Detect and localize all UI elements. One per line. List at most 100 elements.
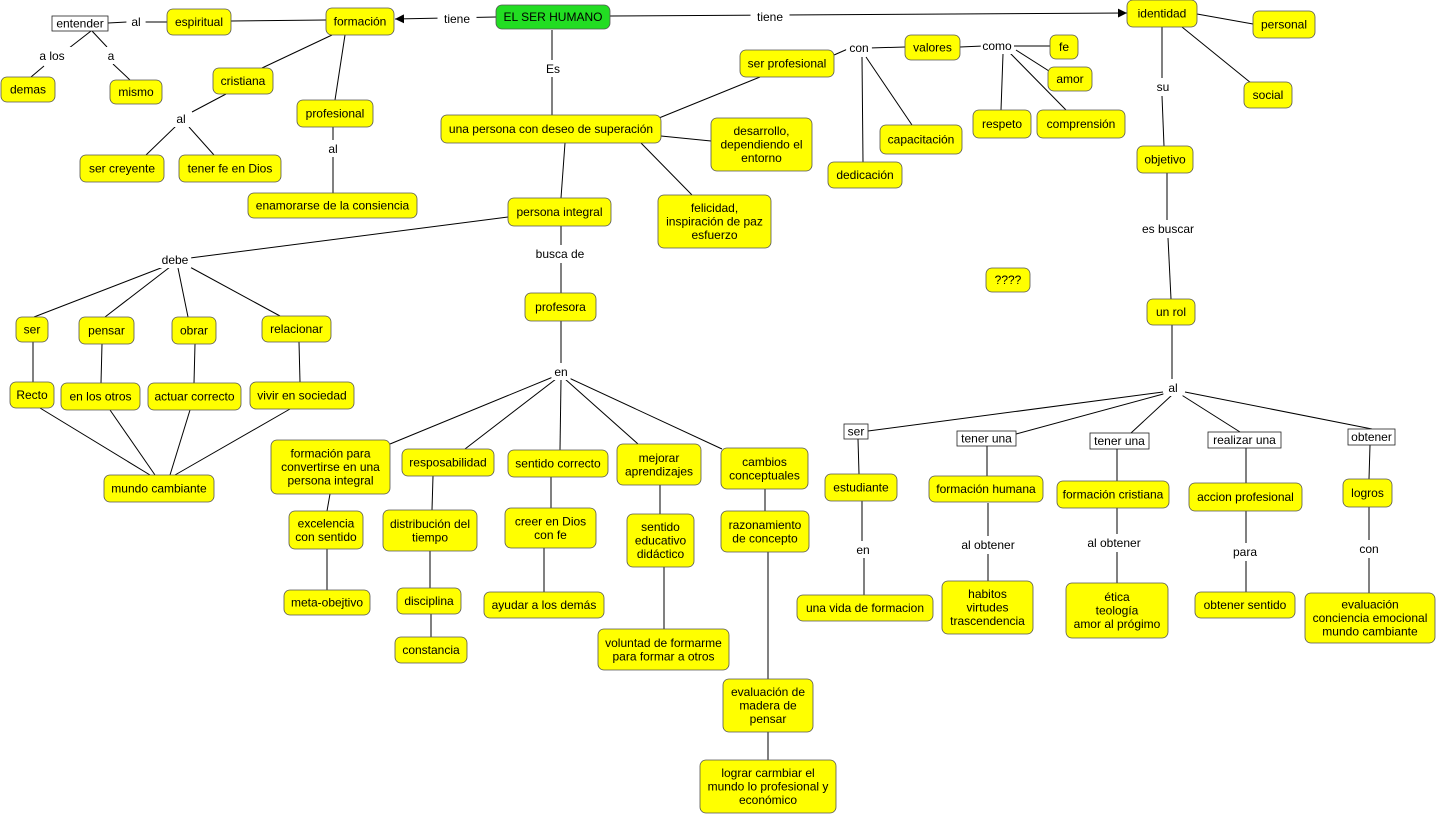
concept-node-valores[interactable]: valores	[904, 34, 961, 61]
concept-node-b-tener2[interactable]: tener una	[1089, 432, 1150, 450]
concept-node-b-tener1[interactable]: tener una	[956, 430, 1017, 447]
concept-node-objetivo[interactable]: objetivo	[1136, 145, 1194, 174]
concept-node-formacion-humana[interactable]: formación humana	[928, 475, 1044, 503]
concept-node-ser[interactable]: ser	[15, 316, 49, 343]
concept-node-cristiana[interactable]: cristiana	[212, 67, 274, 95]
concept-node-respeto[interactable]: respeto	[972, 109, 1032, 139]
connector-line	[174, 408, 291, 476]
link-label-background	[323, 140, 343, 157]
connector-line	[188, 126, 215, 156]
concept-node-b-ser[interactable]: ser	[843, 423, 869, 440]
concept-node-superacion[interactable]: una persona con deseo de superación	[440, 114, 662, 144]
concept-node-disciplina[interactable]: disciplina	[396, 587, 462, 615]
concept-node-mismo[interactable]: mismo	[109, 79, 163, 105]
concept-node-persona-integral[interactable]: persona integral	[507, 197, 612, 227]
concept-node-vivir[interactable]: vivir en sociedad	[249, 381, 355, 410]
concept-node-profesional[interactable]: profesional	[296, 99, 374, 128]
connector-line	[658, 76, 761, 119]
concept-node-box	[1347, 428, 1396, 446]
concept-node-espiritual[interactable]: espiritual	[166, 8, 232, 36]
concept-node-fe[interactable]: fe	[1049, 34, 1079, 60]
concept-node-meta[interactable]: meta-obejtivo	[283, 589, 371, 616]
concept-node-logros[interactable]: logros	[1342, 478, 1393, 508]
connector-line	[640, 142, 693, 196]
concept-node-identidad[interactable]: identidad	[1126, 0, 1198, 28]
connector-line	[865, 56, 913, 126]
concept-node-vida-formacion[interactable]: una vida de formacion	[796, 594, 934, 622]
concept-node-tener-fe[interactable]: tener fe en Dios	[178, 154, 282, 183]
concept-node-box	[879, 124, 963, 155]
concept-node-label: Recto	[16, 388, 48, 402]
concept-node-actuar[interactable]: actuar correcto	[147, 382, 242, 411]
concept-node-personal[interactable]: personal	[1252, 10, 1316, 39]
link-label-al-profesional: al	[323, 140, 343, 157]
concept-node-signos[interactable]: ????	[985, 267, 1031, 293]
connector-line	[261, 34, 333, 69]
concept-node-sentido-correcto[interactable]: sentido correcto	[507, 449, 609, 478]
concept-node-constancia[interactable]: constancia	[394, 636, 468, 664]
concept-node-formacion[interactable]: formación	[325, 7, 395, 36]
concept-node-en-los-otros[interactable]: en los otros	[60, 382, 141, 411]
concept-node-obtener-sentido[interactable]: obtener sentido	[1194, 591, 1296, 619]
concept-node-demas[interactable]: demas	[0, 76, 56, 103]
concept-node-b-obtener[interactable]: obtener	[1347, 428, 1396, 446]
concept-node-mundo-cambiante[interactable]: mundo cambiante	[103, 474, 215, 503]
concept-node-obrar[interactable]: obrar	[171, 316, 217, 345]
concept-node-b-realizar[interactable]: realizar una	[1207, 431, 1282, 449]
concept-node-label: EL SER HUMANO	[504, 10, 603, 24]
concept-node-label: actuar correcto	[154, 390, 234, 404]
concept-node-relacionar[interactable]: relacionar	[261, 315, 332, 343]
concept-node-ayudar[interactable]: ayudar a los demás	[483, 591, 605, 619]
concept-node-entender[interactable]: entender	[51, 15, 109, 32]
concept-node-box	[985, 267, 1031, 293]
link-label-con: con	[846, 39, 872, 56]
concept-node-accion[interactable]: accion profesional	[1188, 482, 1303, 512]
concept-node-profesora[interactable]: profesora	[524, 292, 597, 322]
concept-node-box	[507, 449, 609, 478]
connector-line	[193, 343, 196, 384]
concept-node-amor[interactable]: amor	[1047, 66, 1093, 92]
concept-node-box	[325, 7, 395, 36]
concept-node-un-rol[interactable]: un rol	[1146, 298, 1196, 326]
concept-node-social[interactable]: social	[1243, 81, 1293, 109]
concept-node-dedicacion[interactable]: dedicación	[827, 161, 903, 189]
concept-node-capacitacion[interactable]: capacitación	[879, 124, 963, 155]
connector-line	[857, 438, 860, 475]
concept-node-comprension[interactable]: comprensión	[1036, 109, 1126, 139]
link-label-background	[980, 37, 1014, 54]
concept-node-enamorarse[interactable]: enamorarse de la consiencia	[247, 192, 418, 219]
concept-node-root[interactable]: EL SER HUMANO	[495, 4, 611, 30]
concept-node-recto[interactable]: Recto	[9, 381, 55, 409]
concept-node-ser-profesional[interactable]: ser profesional	[739, 49, 835, 78]
concept-node-ser-creyente[interactable]: ser creyente	[79, 154, 165, 183]
connector-line	[33, 265, 167, 318]
concept-node-responsabilidad[interactable]: resposabilidad	[401, 448, 495, 477]
concept-node-estudiante[interactable]: estudiante	[824, 473, 898, 502]
link-label-text: al	[131, 15, 140, 29]
link-label-al-obtener2: al obtener	[1078, 534, 1150, 551]
arrow-connector	[609, 8, 1128, 18]
connector-line	[861, 56, 864, 163]
concept-node-pensar[interactable]: pensar	[78, 316, 135, 345]
concept-node-box	[249, 381, 355, 410]
concept-node-formacion-cristiana[interactable]: formación cristiana	[1056, 480, 1170, 509]
concept-node-label: capacitación	[888, 133, 955, 147]
